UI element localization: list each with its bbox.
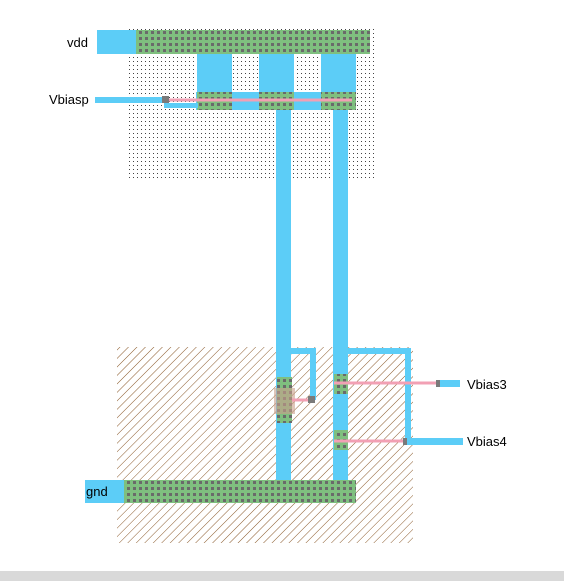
vbias3-label: Vbias3 [467, 377, 507, 392]
vdd-label: vdd [67, 35, 88, 50]
vbias3-pin-metal [440, 380, 460, 387]
vbiasp-contact [162, 96, 169, 103]
vbias3-contact [436, 380, 443, 387]
gnd-label: gnd [86, 484, 108, 499]
vbias4-label: Vbias4 [467, 434, 507, 449]
vbiasp-label: Vbiasp [49, 92, 89, 107]
metal-drop-3 [321, 54, 356, 92]
bottom-bar [0, 571, 564, 581]
vdd-pin-metal [97, 30, 137, 54]
metal-column-left [276, 110, 291, 376]
vdd-rail [136, 30, 370, 54]
nmos-left-contact [308, 396, 315, 403]
metal-jog-right-down [405, 348, 411, 442]
metal-drop-2 [259, 54, 294, 92]
vbias4-pin-metal [407, 438, 463, 445]
vbiasp-pin-metal [95, 97, 167, 103]
psub-region [117, 347, 413, 543]
metal-jog-left-down [310, 348, 316, 400]
metal-col-right-lower [333, 376, 348, 482]
nmos-left-gate [274, 388, 295, 414]
gnd-pin-metal [85, 480, 125, 503]
metal-jog-right [333, 348, 411, 354]
metal-jog-left [276, 348, 316, 354]
gnd-rail [124, 480, 356, 503]
metal-drop-1 [197, 54, 232, 92]
metal-column-right [333, 110, 348, 376]
vbiasp-strap [164, 103, 198, 108]
vbias4-contact [403, 438, 410, 445]
